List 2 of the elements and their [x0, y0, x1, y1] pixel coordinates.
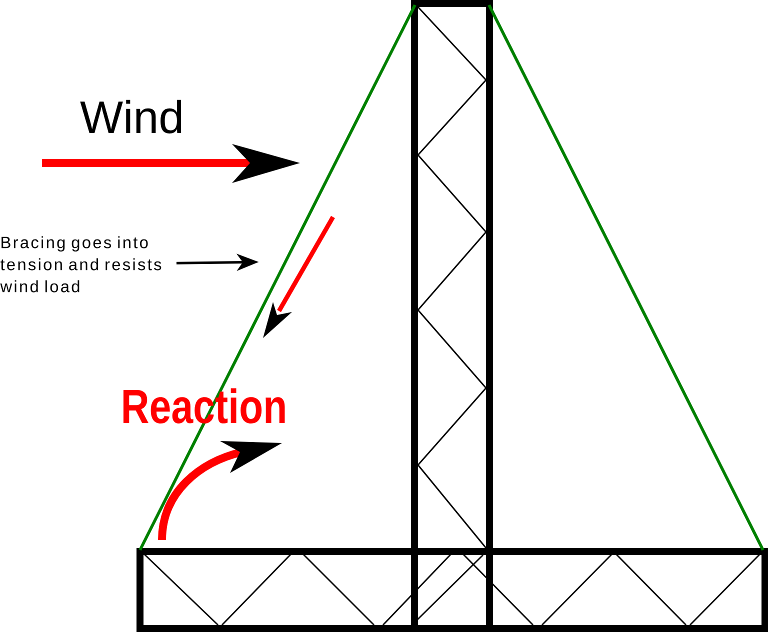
arrow-label: Wind [80, 100, 182, 134]
annotation-text: Bracing goes into tension and resists wind load [0, 236, 162, 292]
